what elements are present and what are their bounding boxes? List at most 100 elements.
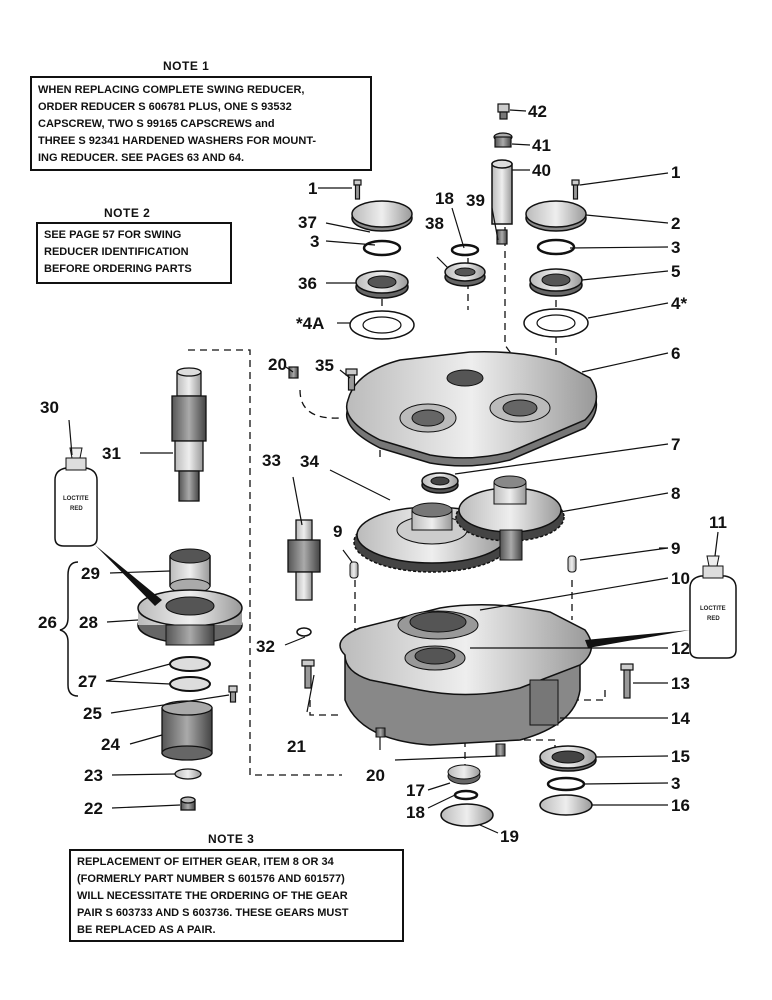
note3-line: BE REPLACED AS A PAIR. bbox=[77, 924, 216, 936]
callout-17: 17 bbox=[406, 781, 425, 800]
note2-line: BEFORE ORDERING PARTS bbox=[44, 263, 192, 275]
bearing-29 bbox=[169, 548, 211, 594]
dowel-pin-right bbox=[567, 555, 577, 573]
callout-29: 29 bbox=[81, 564, 100, 583]
callout-39: 39 bbox=[466, 191, 485, 210]
callout-9-left: 9 bbox=[333, 522, 342, 541]
note3-line: WILL NECESSITATE THE ORDERING OF THE GEA… bbox=[77, 890, 348, 902]
loctite-bottle-right: LOCTITE RED bbox=[689, 555, 737, 659]
callout-9-right: 9 bbox=[671, 539, 680, 558]
callout-35: 35 bbox=[315, 356, 334, 375]
note2-line: SEE PAGE 57 FOR SWING bbox=[44, 229, 182, 241]
loctite-bottle-left: LOCTITE RED bbox=[54, 447, 98, 547]
bearing-7 bbox=[421, 472, 459, 494]
bolt-25 bbox=[228, 685, 238, 703]
o-ring-32 bbox=[296, 627, 312, 637]
ring-27-upper bbox=[169, 656, 211, 672]
bearing-38 bbox=[444, 262, 486, 287]
ring-27-lower bbox=[169, 676, 211, 692]
callout-4a: *4A bbox=[296, 314, 324, 333]
note2-box: SEE PAGE 57 FOR SWING REDUCER IDENTIFICA… bbox=[36, 222, 232, 284]
callout-32: 32 bbox=[256, 637, 275, 656]
callout-2: 2 bbox=[671, 214, 680, 233]
callout-5: 5 bbox=[671, 262, 680, 281]
note2-title: NOTE 2 bbox=[104, 206, 151, 220]
callout-3-left: 3 bbox=[310, 232, 319, 251]
capscrew-right bbox=[571, 179, 580, 200]
callout-13: 13 bbox=[671, 674, 690, 693]
bearing-5 bbox=[529, 268, 583, 297]
note1-line: ORDER REDUCER S 606781 PLUS, ONE S 93532 bbox=[38, 101, 292, 113]
leader-lines bbox=[68, 109, 719, 834]
note3-line: PAIR S 603733 AND S 603736. THESE GEARS … bbox=[77, 907, 349, 919]
pinion-24 bbox=[161, 700, 213, 761]
housing-14 bbox=[339, 604, 593, 746]
snap-ring-center bbox=[450, 243, 480, 257]
callout-24: 24 bbox=[101, 735, 120, 754]
snap-ring-right bbox=[536, 238, 576, 256]
plate-16 bbox=[539, 794, 593, 816]
callout-21: 21 bbox=[287, 737, 306, 756]
note1-line: WHEN REPLACING COMPLETE SWING REDUCER, bbox=[38, 84, 305, 96]
cover-plate-left bbox=[351, 200, 413, 232]
callout-6: 6 bbox=[671, 344, 680, 363]
callout-22: 22 bbox=[84, 799, 103, 818]
callout-34: 34 bbox=[300, 452, 319, 471]
bottle-right-label-brand: LOCTITE bbox=[700, 606, 726, 612]
callout-1-left: 1 bbox=[308, 179, 317, 198]
bolt-13 bbox=[620, 663, 634, 699]
note3-line: (FORMERLY PART NUMBER S 601576 AND 60157… bbox=[77, 873, 345, 885]
callout-36: 36 bbox=[298, 274, 317, 293]
dowel-pin-left bbox=[349, 561, 359, 579]
callout-31: 31 bbox=[102, 444, 121, 463]
note1-line: THREE S 92341 HARDENED WASHERS FOR MOUNT… bbox=[38, 135, 317, 147]
pinion-shaft-33 bbox=[287, 519, 321, 601]
callout-16: 16 bbox=[671, 796, 690, 815]
bearing-17 bbox=[447, 764, 481, 785]
note3-line: REPLACEMENT OF EITHER GEAR, ITEM 8 OR 34 bbox=[77, 856, 334, 868]
breather-42 bbox=[497, 103, 510, 120]
callout-10: 10 bbox=[671, 569, 690, 588]
fitting-41 bbox=[493, 132, 513, 148]
callout-28: 28 bbox=[79, 613, 98, 632]
callout-40: 40 bbox=[532, 161, 551, 180]
callout-18-bottom: 18 bbox=[406, 803, 425, 822]
callout-18-top: 18 bbox=[435, 189, 454, 208]
capscrew-left bbox=[353, 179, 362, 200]
callout-7: 7 bbox=[671, 435, 680, 454]
callouts: 1 1 2 3 3 3 4* *4A 5 6 7 8 9 9 10 11 12 … bbox=[38, 102, 727, 846]
note3-box: REPLACEMENT OF EITHER GEAR, ITEM 8 OR 34… bbox=[69, 849, 404, 942]
bottle-left-label-brand: LOCTITE bbox=[63, 496, 89, 502]
callout-33: 33 bbox=[262, 451, 281, 470]
note2-line: REDUCER IDENTIFICATION bbox=[44, 246, 189, 258]
flange-housing-28 bbox=[137, 589, 243, 646]
note1-line: ING REDUCER. SEE PAGES 63 AND 64. bbox=[38, 152, 244, 164]
bearing-36 bbox=[355, 270, 409, 299]
loctite-wedge-right bbox=[585, 630, 690, 648]
callout-3-bottom: 3 bbox=[671, 774, 680, 793]
callout-27: 27 bbox=[78, 672, 97, 691]
callout-3-right: 3 bbox=[671, 238, 680, 257]
pipe-40 bbox=[491, 159, 513, 225]
bottle-right-label-color: RED bbox=[707, 616, 720, 622]
callout-11: 11 bbox=[709, 513, 727, 532]
bolt-35 bbox=[345, 368, 358, 391]
shim-4 bbox=[523, 308, 589, 338]
top-cover-6 bbox=[346, 350, 598, 467]
nut-22 bbox=[180, 796, 196, 811]
callout-14: 14 bbox=[671, 709, 690, 728]
callout-12: 12 bbox=[671, 639, 690, 658]
callout-37: 37 bbox=[298, 213, 317, 232]
callout-25: 25 bbox=[83, 704, 102, 723]
callout-23: 23 bbox=[84, 766, 103, 785]
note1-title: NOTE 1 bbox=[163, 59, 210, 73]
cap-19 bbox=[440, 803, 494, 827]
callout-41: 41 bbox=[532, 136, 551, 155]
pin-20-top bbox=[288, 366, 299, 379]
gear-8 bbox=[455, 475, 565, 561]
callout-15: 15 bbox=[671, 747, 690, 766]
bracket-26 bbox=[59, 561, 79, 697]
pin-20-right bbox=[495, 743, 506, 757]
snap-ring-bottom bbox=[546, 776, 586, 792]
note1-box: WHEN REPLACING COMPLETE SWING REDUCER, O… bbox=[30, 76, 372, 171]
